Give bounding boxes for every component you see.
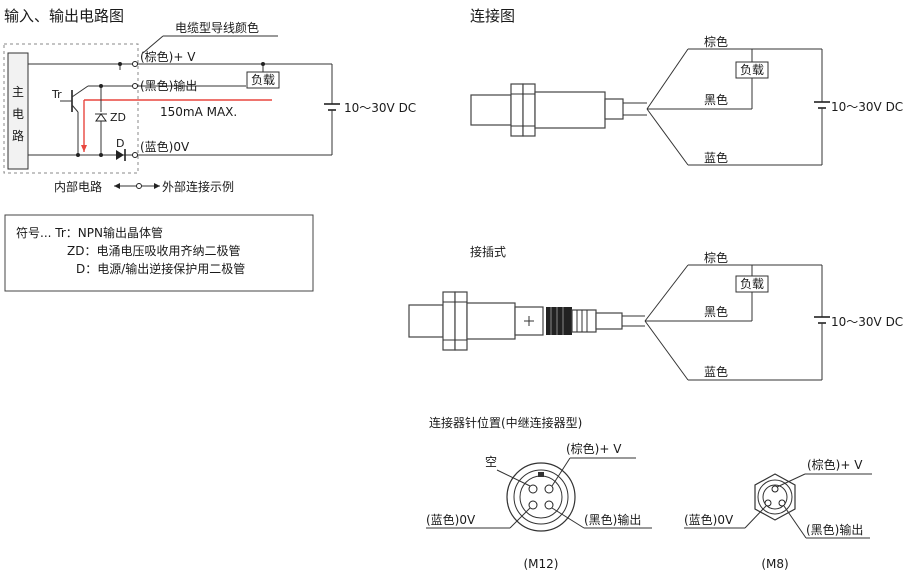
diode-symbol	[116, 150, 124, 160]
main-char-2: 电	[12, 107, 24, 121]
plug-blue-label: 蓝色	[704, 365, 728, 379]
m12-blue-label: (蓝色)0V	[426, 513, 476, 527]
plug-supply-label: 10～30V DC	[831, 315, 903, 329]
main-char-1: 主	[12, 85, 24, 99]
m12-label: (M12)	[524, 557, 559, 571]
legend-line-3: D：电源/输出逆接保护用二极管	[76, 261, 245, 276]
internal-label: 内部电路	[54, 179, 102, 194]
plug-load-label: 负载	[740, 277, 764, 291]
symbol-legend-box	[4, 214, 314, 292]
main-circuit-block	[7, 52, 29, 170]
plug-title: 接插式	[470, 244, 506, 259]
cable-color-label: 电缆型导线颜色	[175, 20, 259, 35]
black-output-label: (黑色)输出	[140, 78, 197, 93]
load-label: 负载	[251, 73, 275, 87]
plug-nut	[546, 307, 572, 335]
brown-v-label: (棕色)+ V	[140, 49, 196, 64]
wiring-supply-label: 10～30V DC	[831, 100, 903, 114]
wiring-load-label: 负载	[740, 63, 764, 77]
external-label: 外部连接示例	[162, 179, 234, 194]
m8-black-label: (黑色)输出	[806, 522, 863, 537]
zd-label: ZD	[110, 111, 126, 124]
wiring-blue-label: 蓝色	[704, 151, 728, 165]
plug-black-label: 黑色	[704, 305, 728, 319]
io-supply-label: 10～30V DC	[344, 101, 416, 115]
plug-sensor-body	[408, 304, 444, 338]
d-label: D	[116, 137, 124, 150]
cable-sensor-body	[470, 94, 512, 126]
internal-circuit-box	[3, 43, 139, 174]
io-circuit-title: 输入、输出电路图	[4, 7, 124, 25]
wiring-brown-label: 棕色	[704, 34, 728, 49]
pins-title: 连接器针位置(中继连接器型)	[429, 415, 582, 430]
current-max-label: 150mA MAX.	[160, 105, 237, 119]
m12-black-label: (黑色)输出	[584, 512, 641, 527]
main-char-3: 路	[12, 128, 24, 143]
legend-line-2: ZD：电涌电压吸收用齐纳二极管	[67, 243, 240, 258]
wiring-black-label: 黑色	[704, 93, 728, 107]
load-box	[246, 71, 280, 89]
legend-line-1: 符号... Tr：NPN输出晶体管	[16, 225, 163, 240]
wiring-title: 连接图	[470, 7, 515, 25]
m12-brown-label: (棕色)+ V	[566, 441, 622, 456]
m8-blue-label: (蓝色)0V	[684, 513, 734, 527]
m8-connector	[754, 473, 796, 521]
m12-empty-label: 空	[485, 455, 497, 469]
m8-brown-label: (棕色)+ V	[807, 457, 863, 472]
blue-0v-label: (蓝色)0V	[140, 140, 190, 154]
tr-label: Tr	[51, 88, 62, 101]
plug-brown-label: 棕色	[704, 250, 728, 265]
m8-label: (M8)	[761, 557, 788, 571]
